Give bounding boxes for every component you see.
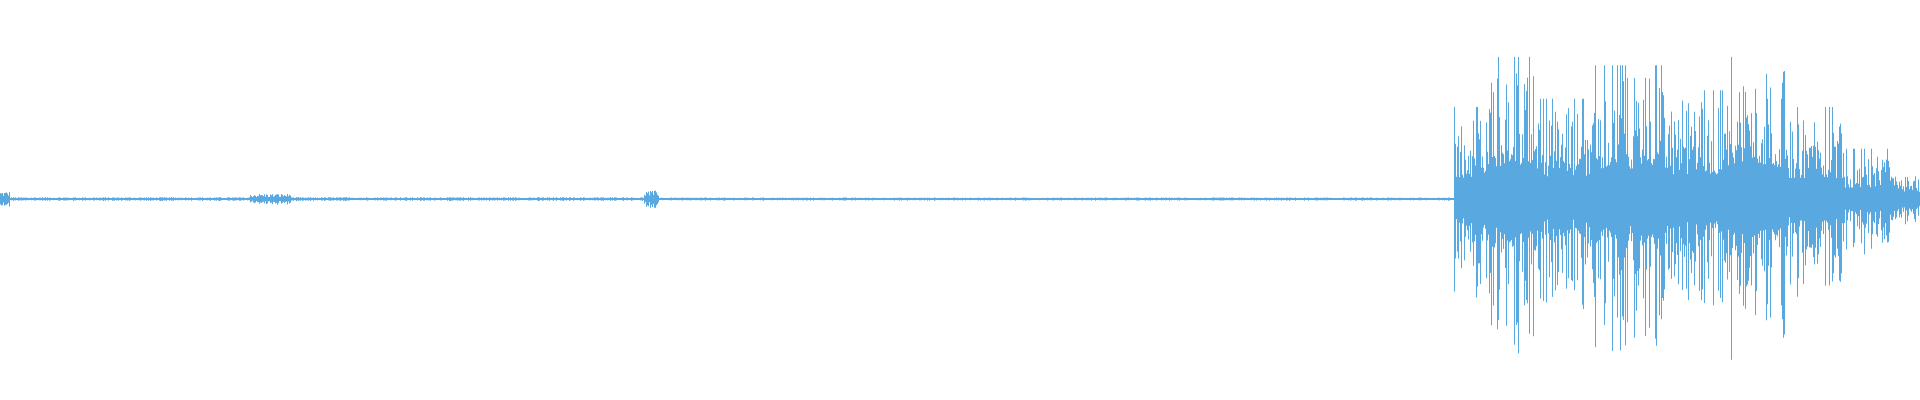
waveform-bars (0, 56, 1920, 360)
